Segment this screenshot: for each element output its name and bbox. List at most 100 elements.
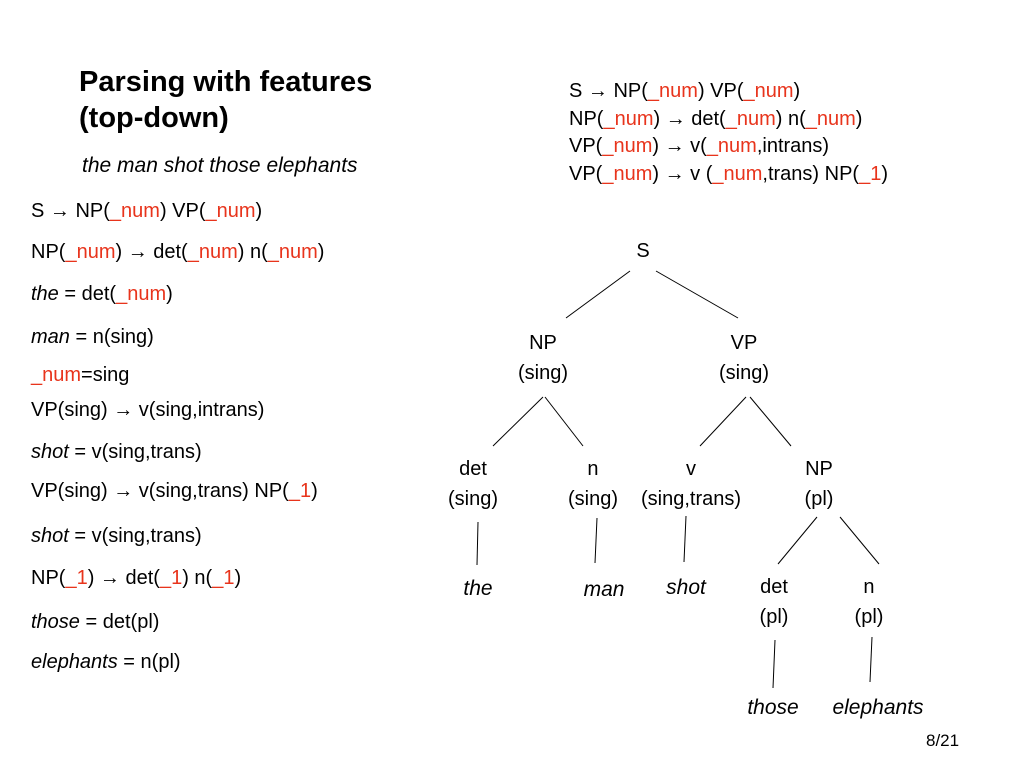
rule-text: man bbox=[31, 326, 70, 348]
feature-variable: _1 bbox=[65, 567, 88, 589]
rule-text: = n(pl) bbox=[117, 651, 181, 673]
rule-text: VP( bbox=[569, 135, 603, 157]
node-n-sing: n (sing) bbox=[567, 458, 619, 510]
rule-text: shot bbox=[31, 525, 69, 547]
feature-variable: _num bbox=[187, 241, 238, 263]
rule-text: NP( bbox=[31, 241, 66, 263]
rule-text: ) bbox=[881, 162, 889, 185]
derivation-line: shot = v(sing,trans) bbox=[31, 525, 324, 567]
rule-text: ) → det( bbox=[87, 567, 160, 589]
derivation-line: S → NP(_num) VP(_num) bbox=[31, 200, 324, 241]
feature-variable: _num bbox=[205, 200, 256, 222]
rule-text: ) VP( bbox=[697, 80, 744, 102]
leaf-man: man bbox=[583, 578, 625, 601]
rule-text: = v(sing,trans) bbox=[68, 525, 202, 547]
leaf-elephants: elephants bbox=[832, 696, 924, 719]
edge-np-det-pl bbox=[777, 516, 818, 565]
derivation-line: VP(sing) → v(sing,intrans) bbox=[31, 399, 324, 441]
grammar-line: VP(_num) → v(_num,intrans) bbox=[569, 133, 888, 161]
feature-variable: _num bbox=[706, 135, 757, 157]
node-n-pl: n (pl) bbox=[854, 576, 884, 628]
example-sentence: the man shot those elephants bbox=[82, 154, 358, 177]
derivation-line: _num=sing bbox=[31, 364, 324, 399]
rule-text: ,trans) NP( bbox=[762, 162, 860, 185]
leaf-the: the bbox=[463, 577, 493, 600]
edge-v-shot bbox=[683, 515, 687, 563]
edge-np-n-pl bbox=[839, 516, 880, 565]
rule-text: S bbox=[31, 200, 50, 222]
rule-text: ) n( bbox=[182, 567, 213, 589]
rule-text: ) bbox=[255, 200, 263, 222]
edge-vp-v bbox=[699, 396, 747, 447]
edge-np-det bbox=[492, 396, 544, 447]
feature-variable: _num bbox=[65, 241, 116, 263]
feature-variable: _num bbox=[743, 80, 794, 102]
edge-s-vp bbox=[655, 270, 739, 319]
rule-text: = n(sing) bbox=[69, 326, 154, 348]
rule-text: ) → v( bbox=[652, 135, 707, 157]
feature-variable: _num bbox=[267, 241, 318, 263]
page-number: 8/21 bbox=[926, 731, 960, 750]
rule-text: ) bbox=[311, 480, 318, 502]
node-vp: VP (sing) bbox=[718, 332, 770, 384]
rule-text: → NP( bbox=[587, 80, 648, 102]
leaf-shot: shot bbox=[666, 576, 706, 599]
node-np: NP (sing) bbox=[517, 332, 569, 384]
rule-text: ) bbox=[166, 283, 173, 305]
feature-variable: _num bbox=[602, 162, 653, 185]
rule-text: ) → v ( bbox=[652, 162, 713, 185]
rule-text: ) → det( bbox=[115, 241, 188, 263]
derivation-line: NP(_1) → det(_1) n(_1) bbox=[31, 567, 324, 611]
feature-variable: _num bbox=[602, 135, 653, 157]
node-det-pl: det (pl) bbox=[759, 576, 789, 628]
rule-text: ) n( bbox=[237, 241, 268, 263]
node-s: S bbox=[636, 240, 650, 262]
rule-text: ) → det( bbox=[653, 107, 726, 130]
feature-variable: _1 bbox=[159, 567, 183, 589]
rule-text: the bbox=[31, 283, 59, 305]
feature-variable: _num bbox=[725, 107, 776, 130]
rule-text: ) bbox=[317, 241, 325, 263]
derivation-line: VP(sing) → v(sing,trans) NP(_1) bbox=[31, 480, 324, 525]
derivation-line: elephants = n(pl) bbox=[31, 651, 324, 691]
derivation-line: NP(_num) → det(_num) n(_num) bbox=[31, 241, 324, 283]
feature-variable: _num bbox=[116, 283, 167, 305]
rule-text: NP( bbox=[569, 107, 604, 130]
grammar-line: S → NP(_num) VP(_num) bbox=[569, 78, 888, 106]
edge-det-those bbox=[772, 639, 776, 689]
slide-title: Parsing with features (top-down) bbox=[79, 64, 372, 136]
rule-text: =sing bbox=[81, 364, 130, 386]
rule-text: → NP( bbox=[49, 200, 110, 222]
rule-text: ) n( bbox=[775, 107, 806, 130]
rule-text: elephants bbox=[31, 651, 118, 673]
edge-np-n bbox=[544, 396, 584, 447]
edge-s-np bbox=[565, 270, 631, 319]
derivation-line: those = det(pl) bbox=[31, 611, 324, 651]
derivation-line: the = det(_num) bbox=[31, 283, 324, 326]
rule-text: VP(sing) → v(sing,intrans) bbox=[31, 399, 265, 421]
leaf-those: those bbox=[747, 696, 799, 719]
node-v: v (sing,trans) bbox=[640, 458, 742, 510]
edge-n-elephants bbox=[869, 636, 873, 683]
rule-text: = v(sing,trans) bbox=[68, 441, 202, 463]
edge-vp-np bbox=[749, 396, 792, 447]
rule-text: = det(pl) bbox=[79, 611, 160, 633]
title-line-1: Parsing with features bbox=[79, 66, 373, 98]
derivation-line: shot = v(sing,trans) bbox=[31, 441, 324, 480]
rule-text: those bbox=[31, 611, 80, 633]
edge-det-the bbox=[476, 521, 479, 566]
feature-variable: _num bbox=[603, 107, 654, 130]
rule-text: ) bbox=[855, 107, 863, 130]
derivation-line: man = n(sing) bbox=[31, 326, 324, 364]
rule-text: VP( bbox=[569, 162, 603, 185]
rule-text: S bbox=[569, 80, 588, 102]
feature-variable: _1 bbox=[212, 567, 235, 589]
feature-variable: _1 bbox=[288, 480, 312, 502]
rule-text: VP(sing) → v(sing,trans) NP( bbox=[31, 480, 289, 502]
rule-text: ,intrans) bbox=[756, 135, 830, 157]
grammar-line: NP(_num) → det(_num) n(_num) bbox=[569, 106, 888, 134]
rule-text: = det( bbox=[58, 283, 117, 305]
rule-text: shot bbox=[31, 441, 69, 463]
rule-text: NP( bbox=[31, 567, 66, 589]
